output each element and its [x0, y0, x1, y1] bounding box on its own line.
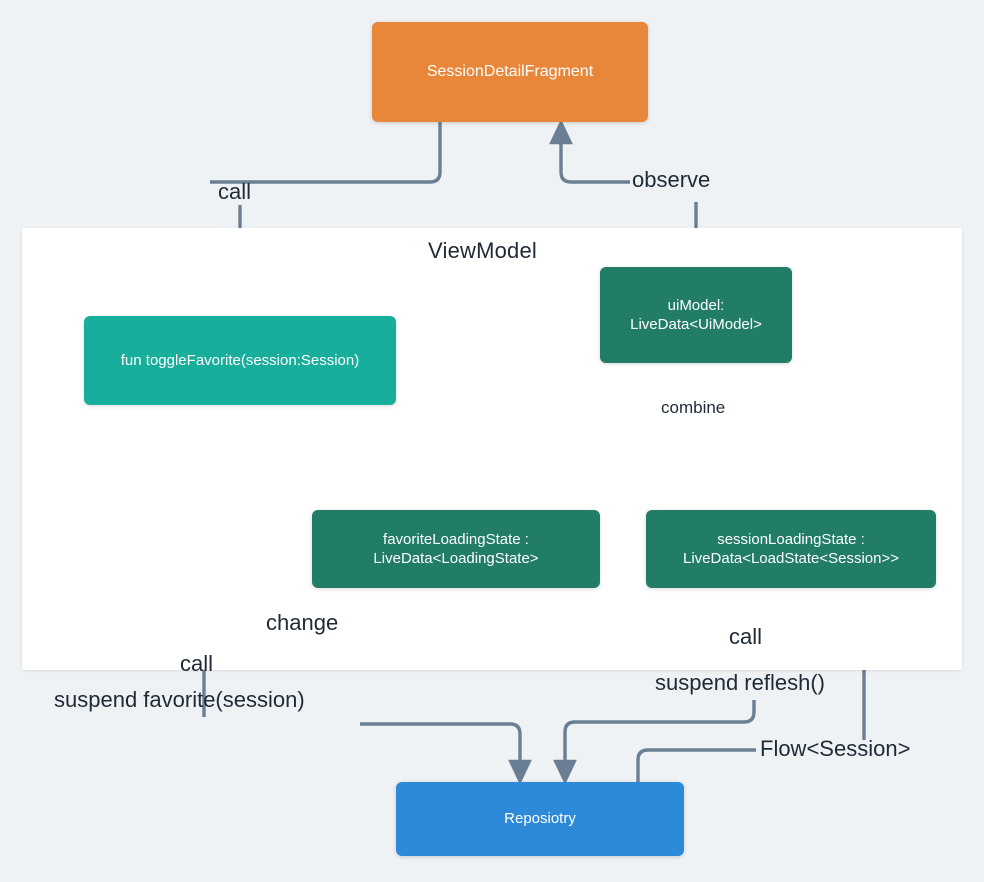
- node-repository[interactable]: Reposiotry: [396, 782, 684, 856]
- edge-flow-session-left: [636, 748, 756, 782]
- edge-label-repo-call-toggle: call: [180, 651, 214, 676]
- node-repository-label: Reposiotry: [504, 810, 576, 828]
- edge-label-suspend-reflesh: suspend reflesh(): [655, 670, 825, 695]
- node-favorite-loading-state-line1: favoriteLoadingState :: [383, 530, 529, 548]
- edge-label-combine: combine: [661, 398, 726, 417]
- node-session-loading-state-line1: sessionLoadingState :: [717, 530, 865, 548]
- edge-label-suspend-favorite: suspend favorite(session): [54, 687, 305, 712]
- edge-label-uimodel-observe-fragment: observe: [632, 167, 711, 192]
- edge-label-fragment-call-toggle: call: [218, 179, 252, 204]
- node-session-loading-state[interactable]: sessionLoadingState : LiveData<LoadState…: [646, 510, 936, 588]
- edge-label-change: change: [266, 610, 339, 635]
- edge-label-repo-call-sessionstate: call: [729, 624, 763, 649]
- node-favorite-loading-state[interactable]: favoriteLoadingState : LiveData<LoadingS…: [312, 510, 600, 588]
- edge-suspend-favorite-repo: [360, 722, 532, 785]
- node-ui-model-line1: uiModel:: [667, 296, 725, 314]
- node-favorite-loading-state-line2: LiveData<LoadingState>: [373, 550, 539, 567]
- edge-label-flow-session: Flow<Session>: [760, 736, 911, 761]
- node-session-detail-fragment-label: SessionDetailFragment: [426, 62, 594, 80]
- edge-observe-to-fragment: [549, 119, 630, 184]
- viewmodel-container-label: ViewModel: [428, 238, 538, 263]
- node-ui-model[interactable]: uiModel: LiveData<UiModel>: [600, 267, 792, 363]
- node-toggle-favorite-label: fun toggleFavorite(session:Session): [120, 351, 360, 369]
- node-ui-model-line2: LiveData<UiModel>: [630, 316, 762, 333]
- edge-fragment-call-toggle: [210, 122, 442, 184]
- node-toggle-favorite[interactable]: fun toggleFavorite(session:Session): [84, 316, 396, 405]
- node-session-loading-state-line2: LiveData<LoadState<Session>>: [683, 550, 899, 567]
- viewmodel-container: [22, 228, 962, 670]
- node-session-detail-fragment[interactable]: SessionDetailFragment: [372, 22, 648, 122]
- edge-suspend-reflesh-down: [553, 700, 756, 785]
